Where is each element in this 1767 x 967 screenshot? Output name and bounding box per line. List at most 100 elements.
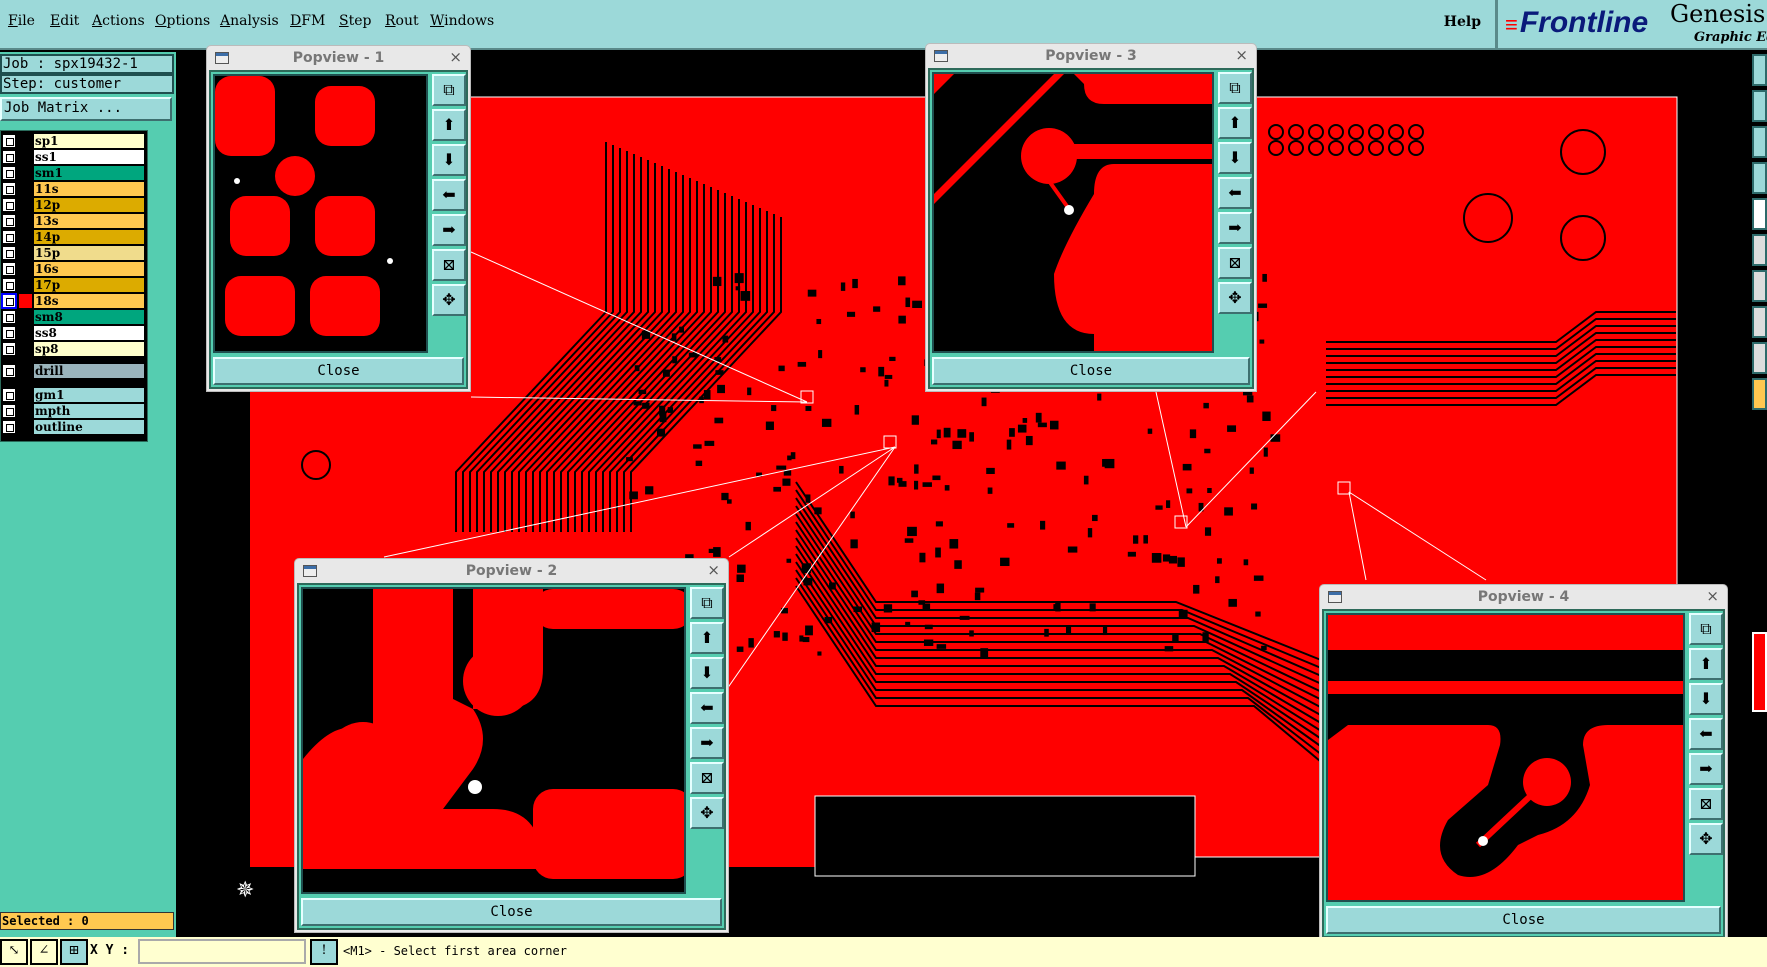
pan-right-icon[interactable]: ➡ (690, 727, 724, 759)
popview-zoom-view[interactable] (301, 587, 686, 894)
close-icon[interactable]: × (1235, 46, 1248, 64)
layer-name[interactable]: 17p (34, 278, 144, 292)
layer-name[interactable]: sm8 (34, 310, 144, 324)
layer-checkbox[interactable] (2, 198, 16, 212)
overview-thumbnail[interactable] (1752, 632, 1767, 712)
layer-name[interactable]: 13s (34, 214, 144, 228)
right-tool-button[interactable] (1752, 270, 1767, 302)
right-tool-button[interactable] (1752, 126, 1767, 158)
layer-row-11s[interactable]: 11s (1, 181, 147, 197)
right-tool-button[interactable] (1752, 306, 1767, 338)
right-tool-button[interactable] (1752, 90, 1767, 122)
window-menu-icon[interactable] (215, 52, 229, 64)
popview-title-bar[interactable]: Popview - 3 (926, 44, 1256, 68)
layer-checkbox[interactable] (2, 342, 16, 356)
popview-window-1[interactable]: Popview - 1×⧉⬆⬇⬅➡⊠✥Close (206, 45, 471, 392)
layer-name[interactable]: sm1 (34, 166, 144, 180)
zoom-in-icon[interactable]: ⊠ (1218, 247, 1252, 279)
layer-checkbox[interactable] (2, 230, 16, 244)
layer-checkbox[interactable] (1, 293, 17, 309)
layer-checkbox[interactable] (2, 310, 16, 324)
pan-down-icon[interactable]: ⬇ (1218, 142, 1252, 174)
popview-window-3[interactable]: Popview - 3×⧉⬆⬇⬅➡⊠✥Close (925, 43, 1257, 392)
menu-dfm[interactable]: DFM (290, 13, 326, 29)
alert-icon[interactable]: ! (310, 939, 338, 965)
restore-view-icon[interactable]: ⧉ (1689, 613, 1723, 645)
menu-step[interactable]: Step (339, 13, 372, 29)
layer-name[interactable]: sp8 (34, 342, 144, 356)
job-matrix-button[interactable]: Job Matrix ... (0, 97, 172, 121)
popview-close-button[interactable]: Close (213, 357, 464, 385)
close-icon[interactable]: × (707, 561, 720, 579)
layer-name[interactable]: 15p (34, 246, 144, 260)
zoom-out-icon[interactable]: ✥ (432, 284, 466, 316)
restore-view-icon[interactable]: ⧉ (432, 74, 466, 106)
menu-help[interactable]: Help (1443, 14, 1481, 30)
layer-name[interactable]: drill (34, 364, 144, 378)
popview-zoom-view[interactable] (213, 74, 428, 353)
menu-actions[interactable]: Actions (92, 13, 145, 29)
layer-name[interactable]: sp1 (34, 134, 144, 148)
layer-checkbox[interactable] (2, 150, 16, 164)
layer-name[interactable]: outline (34, 420, 144, 434)
popview-title-bar[interactable]: Popview - 1 (207, 46, 470, 70)
layer-row-sp8[interactable]: sp8 (1, 341, 147, 357)
pan-down-icon[interactable]: ⬇ (1689, 683, 1723, 715)
popview-close-button[interactable]: Close (301, 898, 722, 926)
layer-name[interactable]: ss8 (34, 326, 144, 340)
pan-right-icon[interactable]: ➡ (1689, 753, 1723, 785)
pan-left-icon[interactable]: ⬅ (690, 692, 724, 724)
measure-icon[interactable]: ⤡ (0, 939, 28, 965)
restore-view-icon[interactable]: ⧉ (690, 587, 724, 619)
close-icon[interactable]: × (1706, 587, 1719, 605)
pan-left-icon[interactable]: ⬅ (1218, 177, 1252, 209)
pan-up-icon[interactable]: ⬆ (1689, 648, 1723, 680)
window-menu-icon[interactable] (303, 565, 317, 577)
right-tool-button[interactable] (1752, 342, 1767, 374)
right-tool-button[interactable] (1752, 162, 1767, 194)
layer-checkbox[interactable] (2, 134, 16, 148)
layer-checkbox[interactable] (2, 262, 16, 276)
zoom-out-icon[interactable]: ✥ (1218, 282, 1252, 314)
layer-row-18s[interactable]: 18s (1, 293, 147, 309)
window-menu-icon[interactable] (934, 50, 948, 62)
layer-checkbox[interactable] (2, 246, 16, 260)
layer-name[interactable]: 18s (34, 294, 144, 308)
layer-name[interactable]: ss1 (34, 150, 144, 164)
layer-row-14p[interactable]: 14p (1, 229, 147, 245)
zoom-in-icon[interactable]: ⊠ (690, 762, 724, 794)
zoom-in-icon[interactable]: ⊠ (432, 249, 466, 281)
restore-view-icon[interactable]: ⧉ (1218, 72, 1252, 104)
layer-name[interactable]: 11s (34, 182, 144, 196)
pan-up-icon[interactable]: ⬆ (432, 109, 466, 141)
layer-row-15p[interactable]: 15p (1, 245, 147, 261)
layer-checkbox[interactable] (2, 166, 16, 180)
layer-row-17p[interactable]: 17p (1, 277, 147, 293)
layer-row-sm1[interactable]: sm1 (1, 165, 147, 181)
layer-row-13s[interactable]: 13s (1, 213, 147, 229)
popview-window-4[interactable]: Popview - 4×⧉⬆⬇⬅➡⊠✥Close (1319, 584, 1728, 941)
layer-checkbox[interactable] (2, 364, 16, 378)
popview-close-button[interactable]: Close (1326, 906, 1721, 934)
grid-icon[interactable]: ⊞ (60, 939, 88, 965)
layer-checkbox[interactable] (2, 420, 16, 434)
popview-zoom-view[interactable] (1326, 613, 1685, 902)
layer-name[interactable]: 12p (34, 198, 144, 212)
right-tool-button[interactable] (1752, 378, 1767, 410)
pan-left-icon[interactable]: ⬅ (432, 179, 466, 211)
layer-checkbox[interactable] (2, 388, 16, 402)
popview-title-bar[interactable]: Popview - 4 (1320, 585, 1727, 609)
layer-checkbox[interactable] (2, 278, 16, 292)
layer-checkbox[interactable] (2, 214, 16, 228)
right-tool-button[interactable] (1752, 198, 1767, 230)
pan-right-icon[interactable]: ➡ (1218, 212, 1252, 244)
layer-row-gm1[interactable]: gm1 (1, 387, 147, 403)
menu-options[interactable]: Options (155, 13, 211, 29)
layer-row-sm8[interactable]: sm8 (1, 309, 147, 325)
pan-left-icon[interactable]: ⬅ (1689, 718, 1723, 750)
menu-edit[interactable]: Edit (50, 13, 80, 29)
pan-down-icon[interactable]: ⬇ (690, 657, 724, 689)
layer-row-drill[interactable]: drill (1, 363, 147, 379)
layer-row-16s[interactable]: 16s (1, 261, 147, 277)
popview-close-button[interactable]: Close (932, 357, 1250, 385)
